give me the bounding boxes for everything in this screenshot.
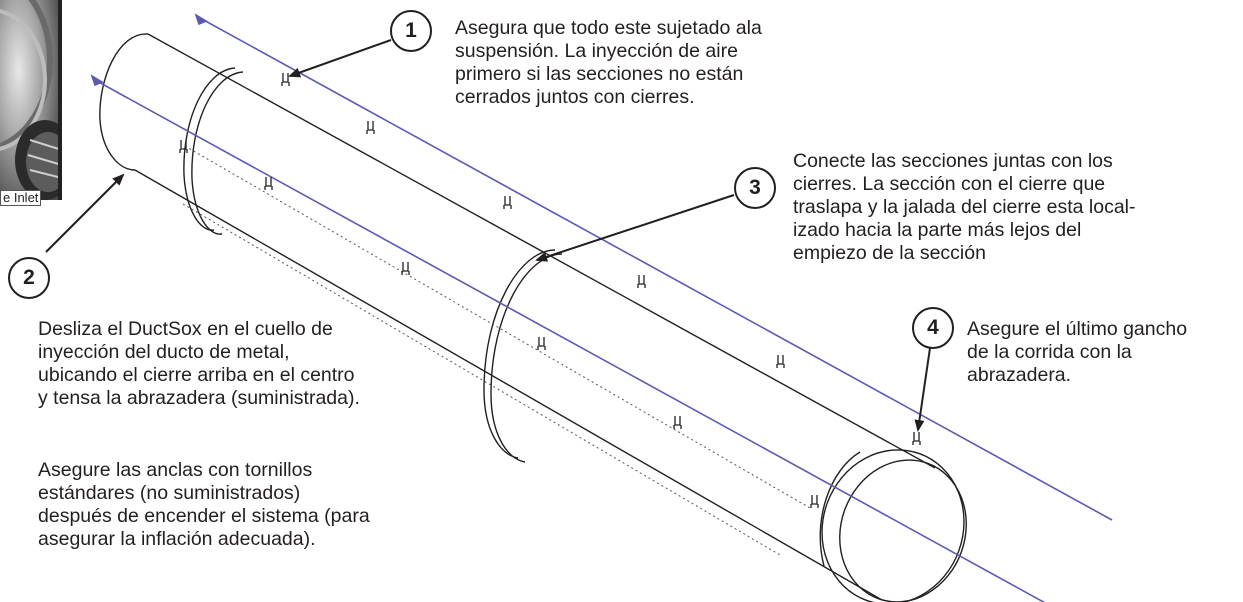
anchor-note-line: después de encender el sistema (para	[38, 505, 370, 527]
anchor-note-line: asegurar la inflación adecuada).	[38, 528, 316, 550]
callout-badge-4: 4	[912, 307, 954, 349]
callout-4-line: de la corrida con la	[967, 341, 1132, 363]
callout-3-line: cierres. La sección con el cierre que	[793, 173, 1106, 195]
section-seam-1b	[191, 71, 244, 235]
duct-front-band	[819, 451, 861, 567]
duct-top-edge	[147, 33, 936, 469]
arrow-2	[45, 173, 125, 253]
duct-body	[99, 33, 967, 602]
hanger-clip-icon	[537, 337, 546, 350]
callout-1-line: suspensión. La inyección de aire	[455, 40, 738, 62]
callout-text-4: Asegure el último gancho de la corrida c…	[967, 318, 1187, 387]
duct-back-end	[99, 33, 149, 171]
callout-1-line: cerrados juntos con cierres.	[455, 86, 695, 108]
inlet-photo	[0, 0, 62, 200]
hanger-clip-icon	[810, 495, 819, 508]
callout-4-line: Asegure el último gancho	[967, 318, 1188, 340]
callout-1-line: Asegura que todo este sujetado ala	[455, 17, 762, 39]
anchor-note-line: Asegure las anclas con tornillos	[38, 459, 313, 481]
suspension-cables	[90, 13, 1113, 602]
callout-badge-3: 3	[734, 167, 776, 209]
callout-2-line: ubicando el cierre arriba en el centro	[38, 364, 355, 386]
anchor-note-line: estándares (no suministrados)	[38, 482, 301, 504]
hanger-clip-icon	[503, 196, 512, 209]
arrow-1	[288, 39, 392, 78]
duct-front-end-outer	[821, 449, 965, 602]
hanger-clip-icon	[401, 262, 410, 275]
callout-1-line: primero si las secciones no están	[455, 63, 744, 85]
callout-badge-1: 1	[390, 10, 432, 52]
hanger-clip-icon	[673, 416, 682, 429]
cable-upper	[199, 17, 1113, 521]
callout-3-line: empiezo de la sección	[793, 242, 986, 264]
hanger-clip-icon	[281, 73, 290, 86]
section-seam-2	[483, 249, 556, 459]
hanger-clip-icon	[637, 275, 646, 288]
arrow-3	[535, 194, 735, 262]
callout-3-line: traslapa y la jalada del cierre esta loc…	[793, 196, 1136, 218]
inlet-photo-label: e Inlet	[0, 190, 42, 206]
zipper-line	[182, 145, 811, 556]
callout-text-3: Conecte las secciones juntas con los cie…	[793, 150, 1136, 265]
arrow-4	[914, 347, 931, 432]
callout-3-line: izado hacia la parte más lejos del	[793, 219, 1082, 241]
callout-text-2: Desliza el DuctSox en el cuello de inyec…	[38, 318, 360, 410]
callout-arrows	[45, 39, 931, 432]
callout-4-line: abrazadera.	[967, 364, 1072, 386]
duct-front-end-inner	[839, 459, 967, 602]
anchor-note: Asegure las anclas con tornillos estánda…	[38, 459, 370, 551]
section-seam-1	[183, 67, 236, 231]
callout-text-1: Asegura que todo este sujetado ala suspe…	[455, 17, 762, 109]
hanger-clip-icon	[912, 432, 921, 445]
hanger-clip-icon	[366, 121, 375, 134]
callout-2-line: Desliza el DuctSox en el cuello de	[38, 318, 333, 340]
hanger-clip-icon	[179, 140, 188, 153]
section-seam-2b	[490, 253, 563, 463]
callout-3-line: Conecte las secciones juntas con los	[793, 150, 1113, 172]
callout-2-line: y tensa la abrazadera (suministrada).	[38, 387, 360, 409]
hanger-clip-icon	[264, 177, 273, 190]
hanger-clip-icon	[776, 355, 785, 368]
cable-lower	[94, 79, 1046, 602]
callout-badge-2: 2	[8, 257, 50, 299]
callout-2-line: inyección del ducto de metal,	[38, 341, 290, 363]
duct-bottom-edge	[134, 169, 883, 601]
hanger-clips	[179, 73, 921, 508]
